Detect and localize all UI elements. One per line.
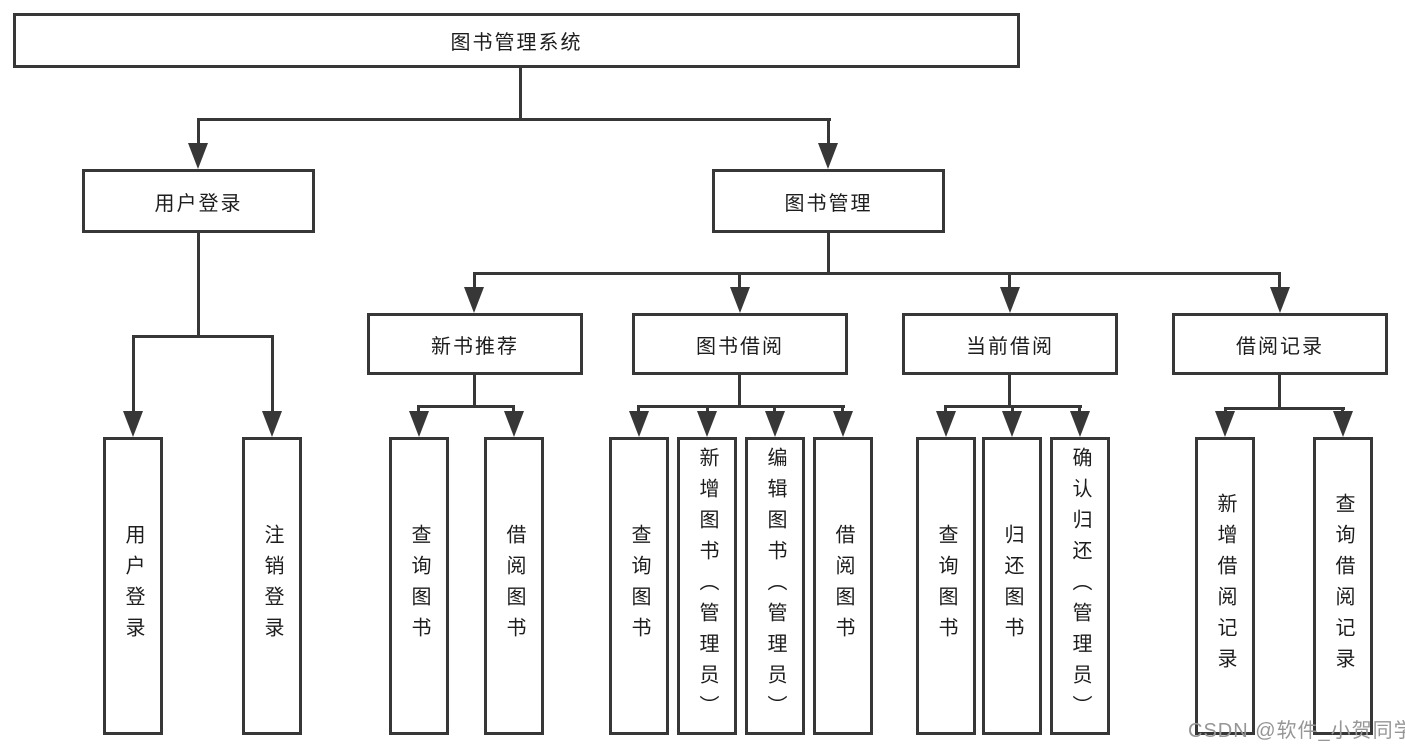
arrow-down-icon: [409, 411, 429, 437]
connector-line: [1078, 405, 1081, 415]
arrow-down-icon: [1215, 411, 1235, 437]
leaf-add-borrow-record: 新增借阅记录: [1195, 437, 1255, 735]
connector-line: [197, 233, 200, 335]
connector-line: [512, 405, 515, 415]
node-book-management-label: 图书管理: [784, 192, 873, 215]
arrow-down-icon: [697, 411, 717, 437]
connector-line: [1008, 272, 1011, 289]
connector-line: [827, 118, 830, 145]
connector-line: [773, 405, 776, 415]
leaf-borrow-query-books-label: 查询图书: [628, 524, 650, 648]
arrow-down-icon: [464, 287, 484, 313]
leaf-edit-books-admin: 编辑图书（管理员）: [745, 437, 805, 735]
node-book-borrow: 图书借阅: [632, 313, 848, 375]
node-root-label: 图书管理系统: [450, 32, 583, 54]
node-borrow-records-label: 借阅记录: [1236, 335, 1324, 358]
leaf-recommend-borrow-books-label: 借阅图书: [503, 524, 525, 648]
leaf-return-books: 归还图书: [982, 437, 1042, 735]
leaf-user-login-label: 用户登录: [122, 524, 144, 648]
leaf-add-books-admin-label: 新增图书（管理员）: [696, 446, 718, 726]
connector-line: [417, 405, 515, 408]
leaf-borrow-books-label: 借阅图书: [832, 524, 854, 648]
arrow-down-icon: [936, 411, 956, 437]
leaf-confirm-return-admin-label: 确认归还（管理员）: [1069, 446, 1091, 726]
arrow-down-icon: [1333, 411, 1353, 437]
arrow-down-icon: [1070, 411, 1090, 437]
connector-line: [1224, 407, 1345, 410]
leaf-recommend-borrow-books: 借阅图书: [484, 437, 544, 735]
arrow-down-icon: [765, 411, 785, 437]
connector-line: [132, 335, 274, 338]
node-current-borrow-label: 当前借阅: [966, 335, 1054, 358]
leaf-confirm-return-admin: 确认归还（管理员）: [1050, 437, 1110, 735]
node-user-login-label: 用户登录: [154, 192, 243, 215]
connector-line: [132, 335, 135, 413]
node-book-borrow-label: 图书借阅: [696, 335, 784, 358]
connector-line: [519, 68, 522, 118]
connector-line: [1011, 405, 1014, 415]
connector-line: [944, 405, 947, 415]
leaf-recommend-query-books-label: 查询图书: [408, 524, 430, 648]
arrow-down-icon: [629, 411, 649, 437]
node-user-login: 用户登录: [82, 169, 315, 233]
connector-line: [706, 405, 709, 415]
connector-line: [738, 375, 741, 405]
arrow-down-icon: [730, 287, 750, 313]
connector-line: [473, 272, 476, 289]
connector-line: [473, 375, 476, 405]
connector-line: [1278, 272, 1281, 289]
connector-line: [1278, 375, 1281, 407]
connector-line: [841, 405, 844, 415]
leaf-user-login: 用户登录: [103, 437, 163, 735]
leaf-logout-label: 注销登录: [261, 524, 283, 648]
connector-line: [738, 272, 741, 289]
arrow-down-icon: [188, 143, 208, 169]
node-book-management: 图书管理: [712, 169, 945, 233]
node-current-borrow: 当前借阅: [902, 313, 1118, 375]
connector-line: [1008, 375, 1011, 405]
arrow-down-icon: [1270, 287, 1290, 313]
connector-line: [637, 405, 845, 408]
leaf-borrow-query-books: 查询图书: [609, 437, 669, 735]
connector-line: [417, 405, 420, 415]
arrow-down-icon: [504, 411, 524, 437]
connector-line: [271, 335, 274, 413]
leaf-logout: 注销登录: [242, 437, 302, 735]
connector-line: [197, 118, 831, 121]
arrow-down-icon: [1000, 287, 1020, 313]
leaf-query-borrow-record-label: 查询借阅记录: [1332, 493, 1354, 679]
arrow-down-icon: [1002, 411, 1022, 437]
arrow-down-icon: [262, 411, 282, 437]
node-borrow-records: 借阅记录: [1172, 313, 1388, 375]
arrow-down-icon: [123, 411, 143, 437]
node-new-book-recommend: 新书推荐: [367, 313, 583, 375]
leaf-recommend-query-books: 查询图书: [389, 437, 449, 735]
csdn-watermark: CSDN @软件_小贺同学: [1188, 720, 1405, 742]
connector-line: [197, 118, 200, 145]
leaf-borrow-books: 借阅图书: [813, 437, 873, 735]
leaf-current-query-books: 查询图书: [916, 437, 976, 735]
leaf-add-borrow-record-label: 新增借阅记录: [1214, 493, 1236, 679]
leaf-current-query-books-label: 查询图书: [935, 524, 957, 648]
connector-line: [473, 272, 1281, 275]
leaf-edit-books-admin-label: 编辑图书（管理员）: [764, 446, 786, 726]
leaf-return-books-label: 归还图书: [1001, 524, 1023, 648]
connector-line: [637, 405, 640, 415]
connector-line: [827, 233, 830, 272]
node-root: 图书管理系统: [13, 13, 1020, 68]
node-new-book-recommend-label: 新书推荐: [431, 335, 519, 358]
arrow-down-icon: [833, 411, 853, 437]
leaf-query-borrow-record: 查询借阅记录: [1313, 437, 1373, 735]
leaf-add-books-admin: 新增图书（管理员）: [677, 437, 737, 735]
arrow-down-icon: [818, 143, 838, 169]
